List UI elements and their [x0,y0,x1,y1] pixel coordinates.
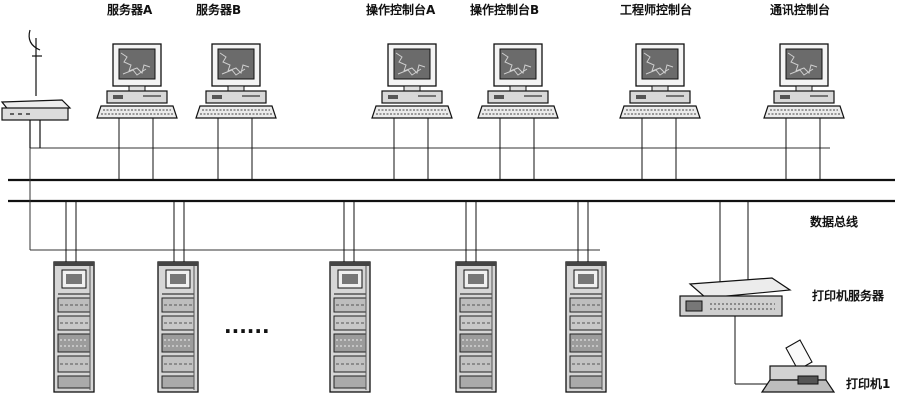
control-cabinet-4 [455,201,497,393]
label-data-bus: 数据总线 [810,214,858,229]
workstation-comm-console [763,43,845,180]
control-cabinet-2 [157,201,199,393]
ellipsis-more-cabinets: ······ [224,319,270,343]
workstation-server-b [195,43,277,180]
label-printer-1: 打印机1 [846,376,890,391]
control-cabinet-5 [565,201,607,393]
printer-server [679,201,792,385]
workstation-op-console-a [371,43,453,180]
data-bus [8,178,895,203]
workstation-op-console-b [477,43,559,180]
printer-1 [760,339,836,393]
control-cabinet-3 [329,201,371,393]
label-comm-console: 通讯控制台 [770,2,830,17]
label-printer-server: 打印机服务器 [812,288,885,303]
label-server-a: 服务器A [107,2,153,17]
label-op-console-a: 操作控制台A [366,2,436,17]
modem-antenna-device [0,29,72,148]
workstation-engineer-console [619,43,701,180]
secondary-network-lines [29,147,830,251]
control-cabinet-1 [53,201,95,393]
workstation-server-a [96,43,178,180]
label-op-console-b: 操作控制台B [470,2,539,17]
label-engineer-console: 工程师控制台 [620,2,692,17]
label-server-b: 服务器B [196,2,241,17]
